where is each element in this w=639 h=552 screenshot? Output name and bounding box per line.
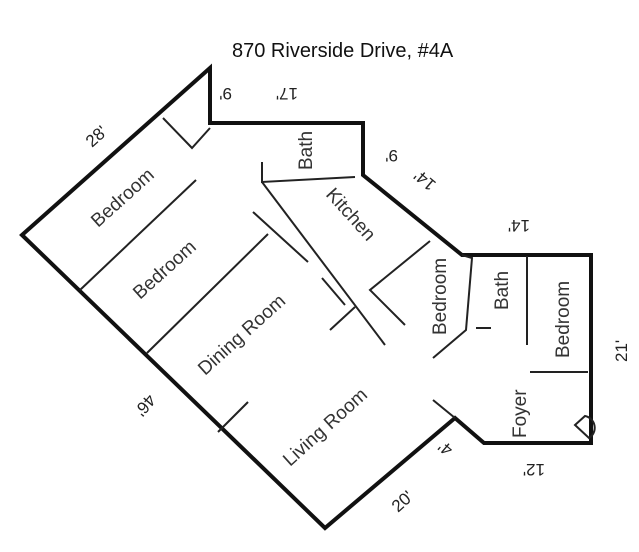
dimension-4: 4' [435, 437, 457, 460]
room-label-bedroom-second: Bedroom [129, 237, 200, 304]
room-label-bedroom-middle: Bedroom [430, 258, 451, 335]
room-label-dining-room: Dining Room [194, 291, 290, 380]
dimension-9-right: 9' [385, 146, 398, 165]
dimension-14-diagonal: 14' [410, 166, 439, 195]
dimension-14-top: 14' [508, 216, 530, 235]
dimension-17: 17' [276, 84, 298, 103]
plan-title: 870 Riverside Drive, #4A [232, 40, 454, 62]
room-label-foyer: Foyer [510, 389, 531, 438]
dimension-12: 12' [523, 460, 545, 479]
room-label-kitchen: Kitchen [321, 184, 379, 245]
dimension-21: 21' [612, 340, 631, 362]
room-label-bath-top: Bath [296, 131, 317, 170]
dimension-46: 46' [131, 390, 160, 419]
room-label-living-room: Living Room [279, 384, 372, 470]
outer-walls [19, 63, 593, 531]
room-label-bath-right: Bath [492, 271, 513, 310]
room-label-bedroom-top: Bedroom [87, 165, 158, 232]
dimension-28: 28' [82, 122, 111, 151]
room-label-bedroom-right: Bedroom [553, 281, 574, 358]
dimension-20: 20' [388, 487, 417, 516]
interior-walls [79, 117, 596, 440]
dimension-9-top: 9' [219, 84, 232, 103]
